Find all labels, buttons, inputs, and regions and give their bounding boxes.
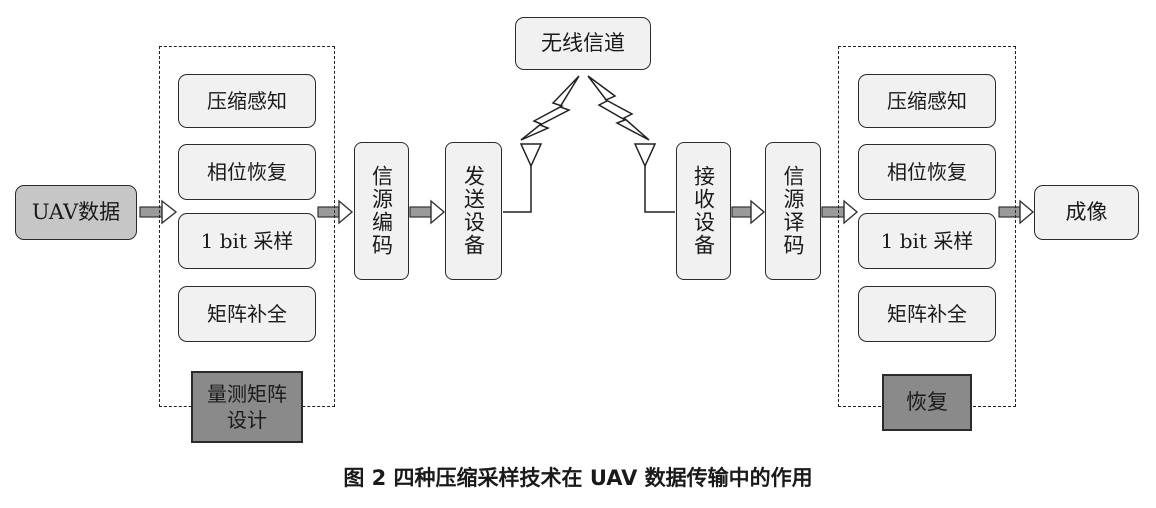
receive-antenna-icon <box>633 143 675 213</box>
arrow-decoder-to-right-frame <box>821 199 859 225</box>
uav-data-node: UAV数据 <box>15 185 137 240</box>
phase-retrieval-node-left: 相位恢复 <box>178 144 316 200</box>
imaging-node: 成像 <box>1034 185 1139 240</box>
arrow-right-frame-to-imaging <box>998 199 1035 225</box>
matrix-completion-node-right: 矩阵补全 <box>858 286 996 342</box>
transmitter-label: 发送设备 <box>461 165 486 257</box>
downlink-lightning-icon <box>587 75 650 141</box>
compressed-sensing-node-right: 压缩感知 <box>858 74 996 128</box>
phase-retrieval-node-right: 相位恢复 <box>858 144 996 200</box>
source-encoder-label: 信源编码 <box>369 165 394 257</box>
compressed-sensing-node-left: 压缩感知 <box>178 74 316 128</box>
arrow-receiver-to-decoder <box>731 199 766 225</box>
transmitter-node: 发送设备 <box>445 142 502 280</box>
measurement-matrix-design-node: 量测矩阵设计 <box>191 371 303 443</box>
uplink-lightning-icon <box>520 75 580 141</box>
matrix-completion-node-left: 矩阵补全 <box>178 286 316 342</box>
wireless-channel-node: 无线信道 <box>515 17 651 70</box>
arrow-encoder-to-transmitter <box>409 199 446 225</box>
source-decoder-node: 信源译码 <box>765 142 821 280</box>
figure-caption: 图 2 四种压缩采样技术在 UAV 数据传输中的作用 <box>343 466 813 490</box>
transmit-antenna-icon <box>503 143 543 213</box>
source-decoder-label: 信源译码 <box>781 165 805 257</box>
source-encoder-node: 信源编码 <box>354 142 409 280</box>
receiver-node: 接收设备 <box>676 142 731 280</box>
one-bit-sampling-node-right: 1 bit 采样 <box>858 213 996 269</box>
one-bit-sampling-node-left: 1 bit 采样 <box>178 213 316 269</box>
measurement-matrix-design-label: 量测矩阵设计 <box>207 382 287 432</box>
recovery-node: 恢复 <box>882 374 972 431</box>
arrow-left-frame-to-encoder <box>317 199 354 225</box>
arrow-uav-to-left-frame <box>139 199 178 225</box>
receiver-label: 接收设备 <box>691 165 716 257</box>
